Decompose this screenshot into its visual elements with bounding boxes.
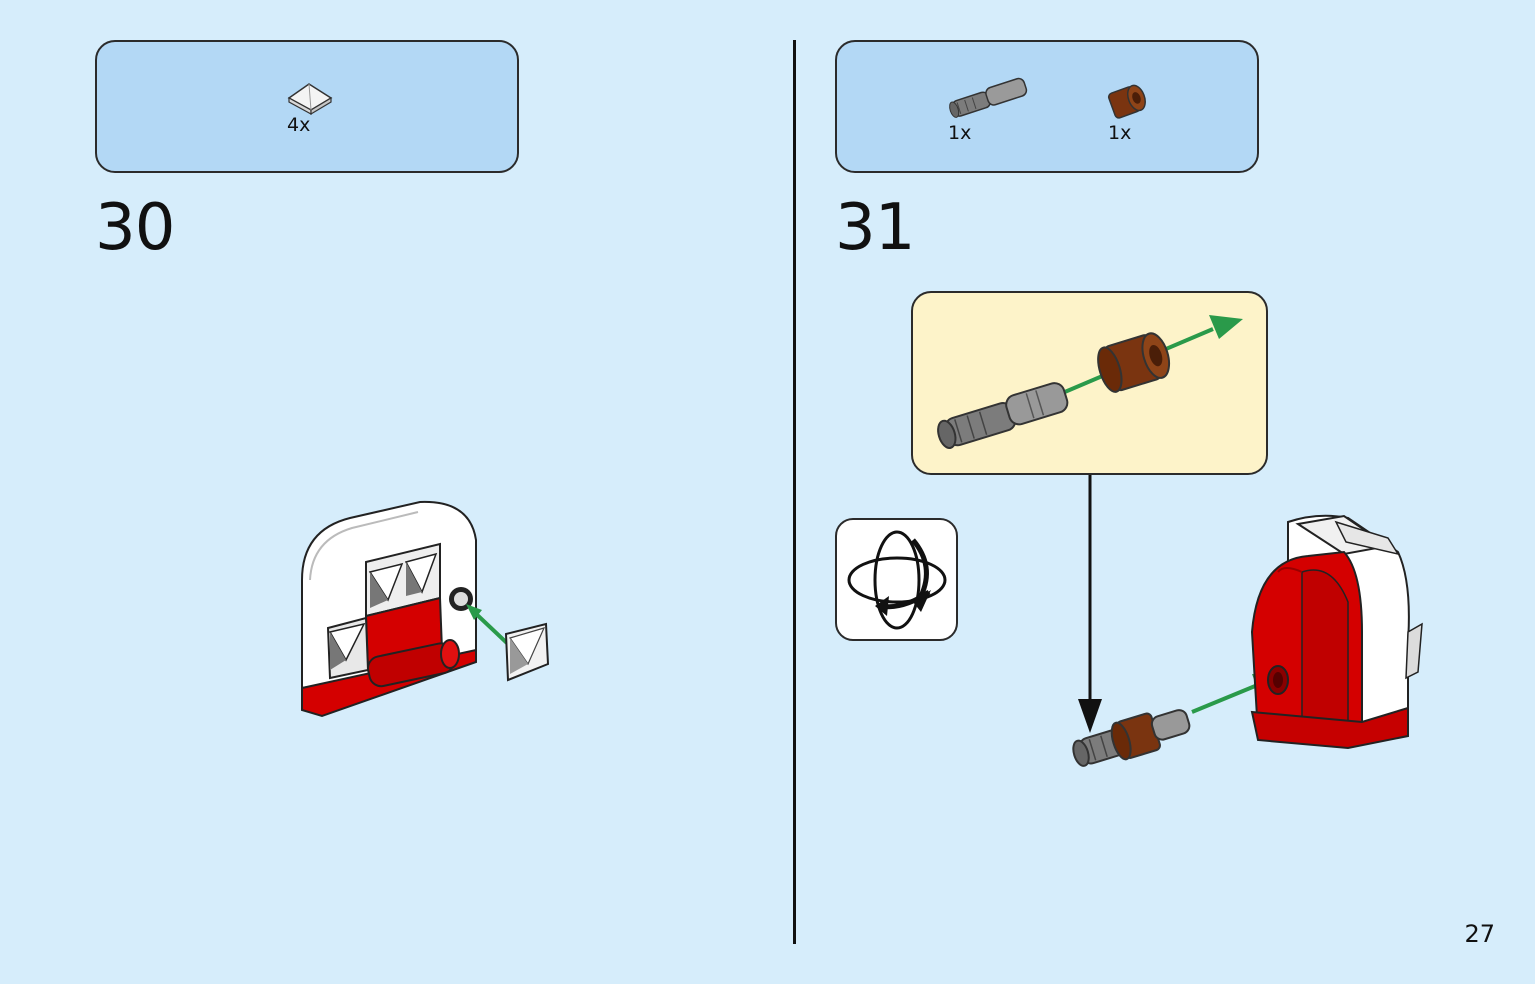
page-number: 27 bbox=[1464, 920, 1495, 948]
step-30-model bbox=[301, 500, 550, 718]
rotate-model-icon bbox=[847, 530, 947, 630]
part-qty: 1x bbox=[1108, 122, 1132, 144]
axle-pin-bush-assembly bbox=[937, 315, 1243, 449]
step-31-model bbox=[1250, 514, 1423, 750]
gray-axle-pin-icon bbox=[949, 77, 1028, 118]
sub-assembly-callout bbox=[911, 291, 1268, 475]
step-number-31: 31 bbox=[835, 191, 915, 265]
callout-pointer-arrow bbox=[1078, 475, 1102, 733]
step-31-pin-with-bush bbox=[1072, 709, 1191, 767]
rotate-model-box bbox=[835, 518, 958, 641]
part-qty: 4x bbox=[287, 114, 311, 136]
page-divider bbox=[793, 40, 796, 944]
parts-list-step-30: 4x bbox=[95, 40, 519, 173]
part-qty: 1x bbox=[948, 122, 972, 144]
white-pyramid-tile-icon bbox=[287, 83, 333, 116]
step-number-30: 30 bbox=[95, 191, 175, 265]
brown-bush-icon bbox=[1107, 84, 1146, 119]
parts-list-step-31: 1x 1x bbox=[835, 40, 1259, 173]
